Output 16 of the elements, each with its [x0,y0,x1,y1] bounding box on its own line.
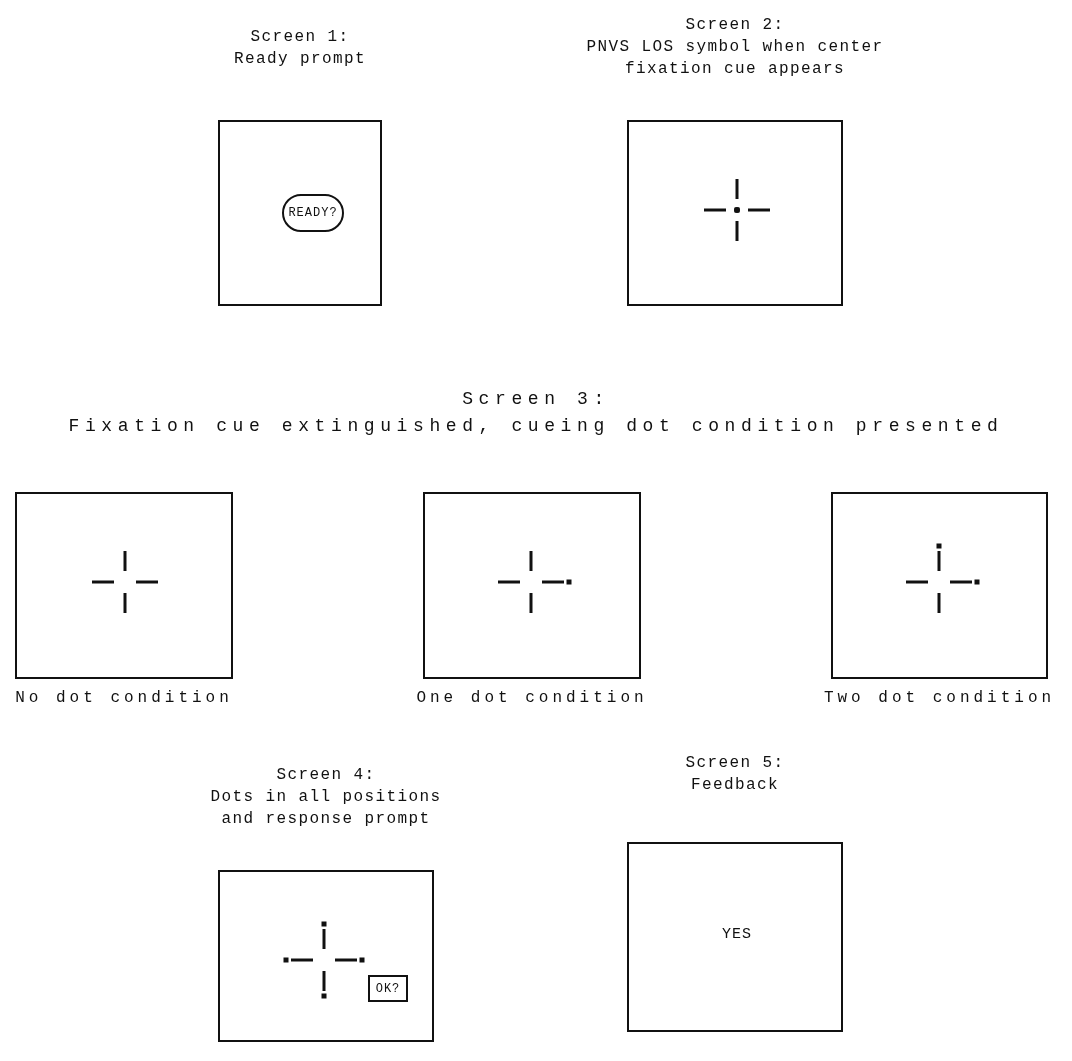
screen-description: Dots in all positions and response prompt [209,787,443,830]
condition-caption: No dot condition [15,689,233,707]
condition-caption: One dot condition [416,689,648,707]
screen-heading: Screen 4: [275,765,377,786]
prompt-pill: READY? [282,194,344,232]
feedback-text: YES [722,925,752,943]
screen-heading: Screen 2: [684,15,786,36]
section-description: Fixation cue extinguished, cueing dot condition presented [67,415,1005,438]
screen-heading: Screen 1: [249,27,351,48]
section-heading: Screen 3: [461,388,611,411]
screen-description: Ready prompt [233,49,367,70]
condition-caption: Two dot condition [823,689,1056,707]
prompt-box: OK? [368,975,408,1002]
screen-description: Feedback [690,775,780,796]
screen-heading: Screen 5: [684,753,786,774]
screen-description: PNVS LOS symbol when center fixation cue appears [585,37,885,80]
